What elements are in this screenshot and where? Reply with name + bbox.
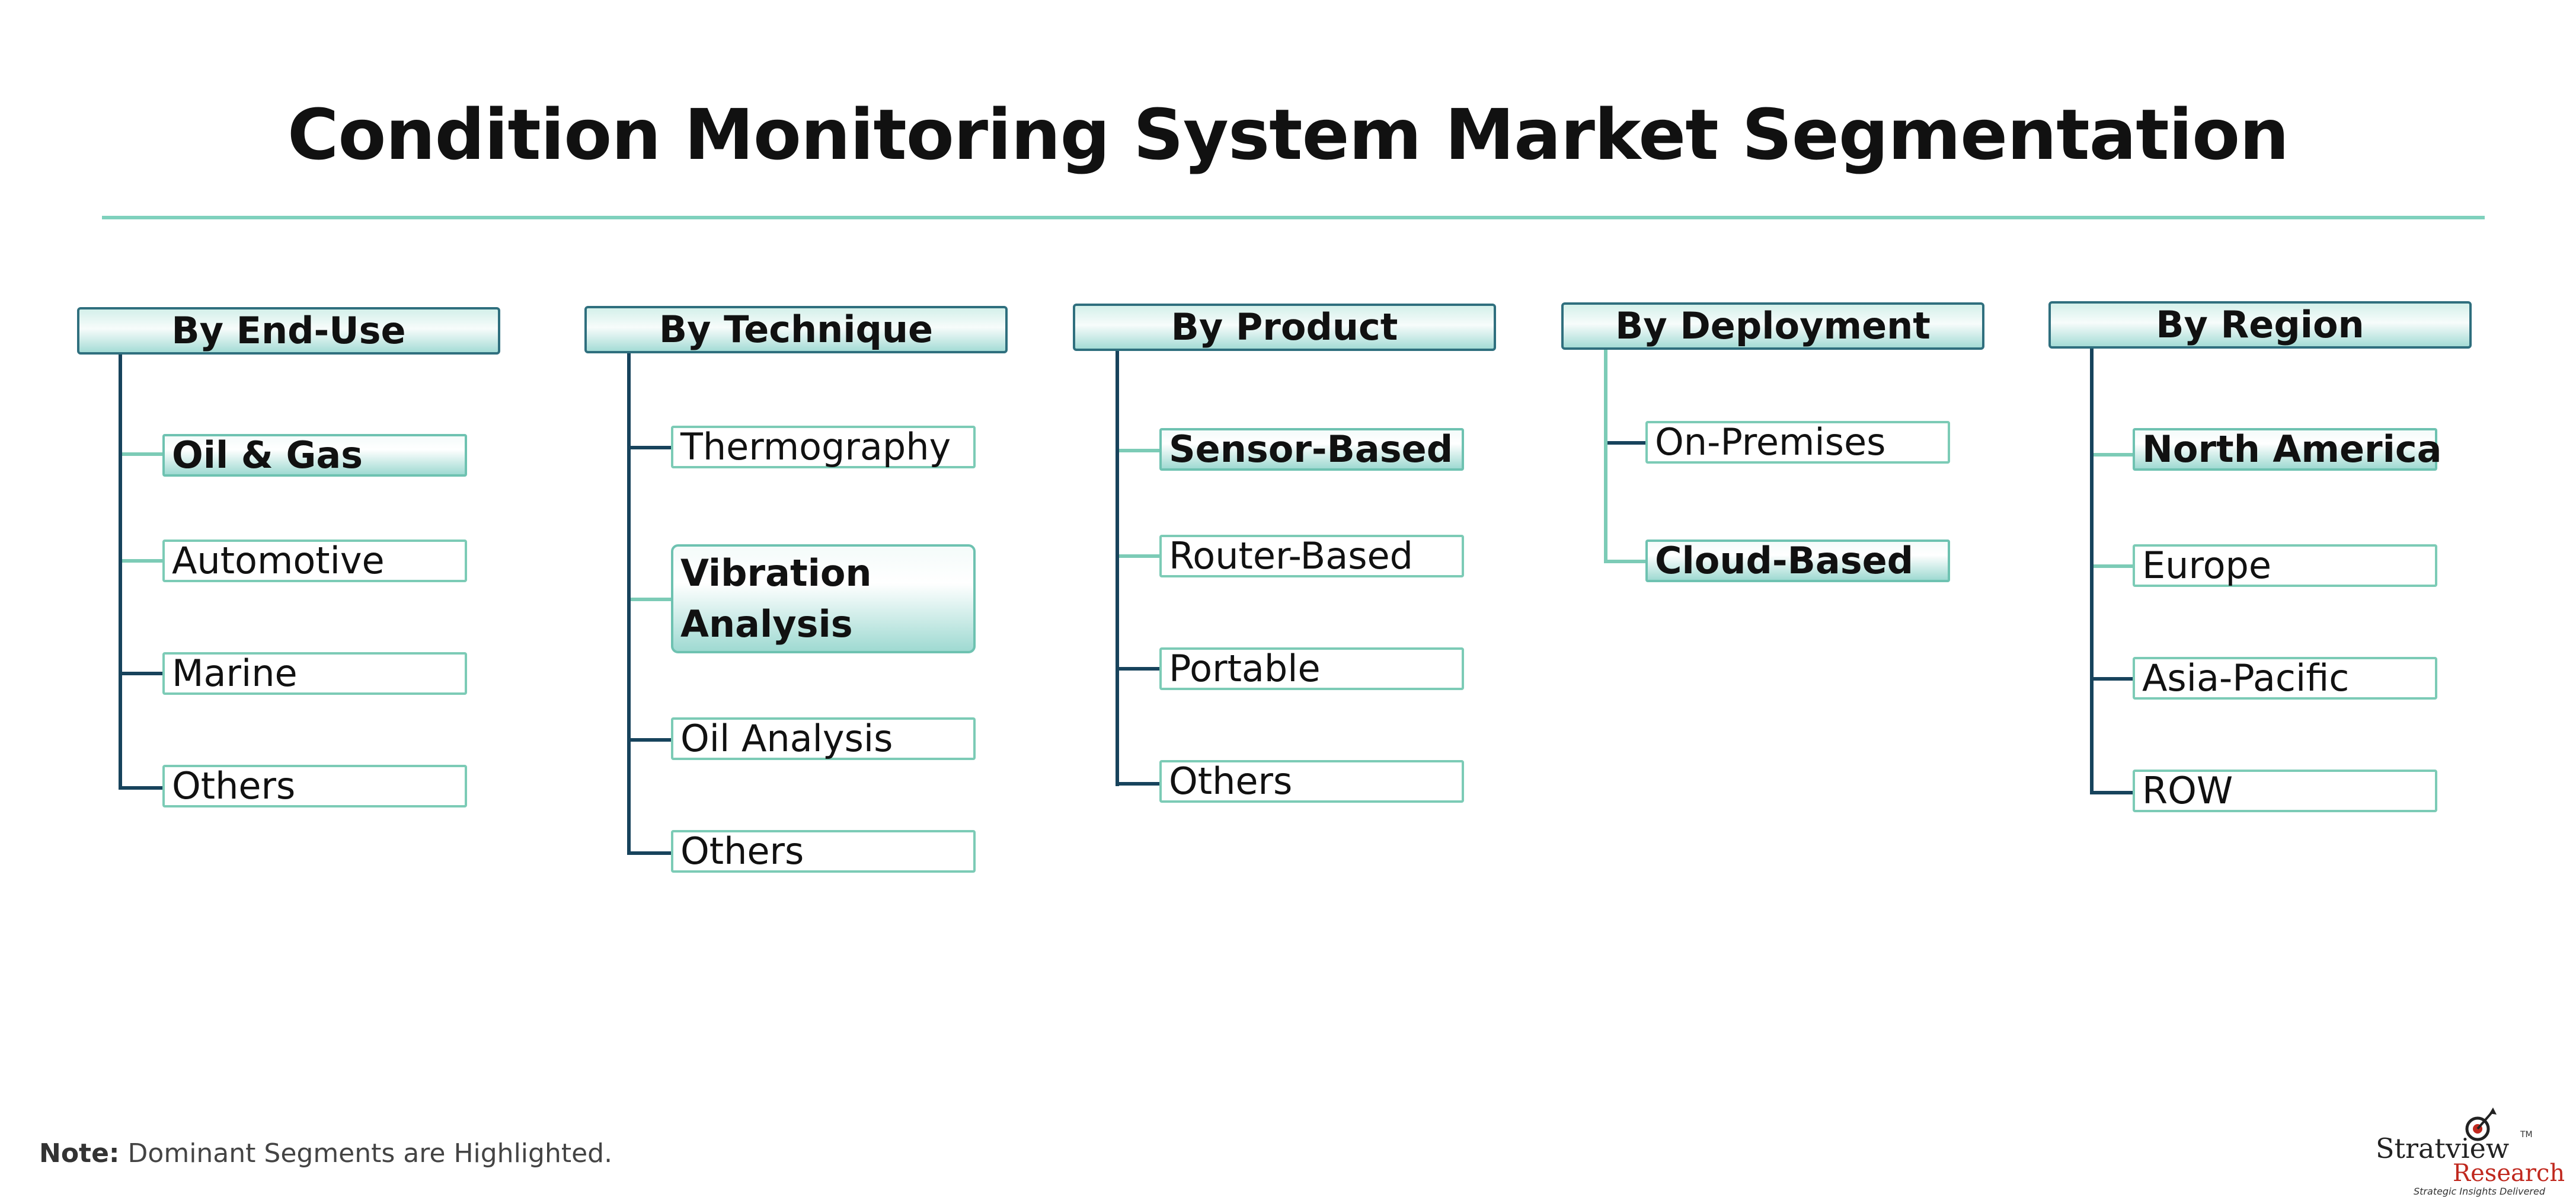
connector-branch [2094,677,2136,681]
connector-branch [627,851,673,855]
segment-item-north-america: North America [2133,428,2441,471]
segment-item-oil-gas: Oil & Gas [162,434,467,477]
segment-item-others: Others [1159,760,1464,803]
connector-branch [119,786,165,790]
segment-item-marine: Marine [162,652,467,695]
connector-trunk [119,355,122,790]
connector-trunk [1604,350,1607,563]
connector-branch [1116,782,1162,786]
segment-header-deployment: By Deployment [1561,302,1984,350]
logo-tagline: Strategic Insights Delivered [2414,1186,2545,1197]
connector-trunk [1116,351,1119,786]
connector-branch [2090,791,2135,794]
connector-branch [631,446,673,449]
segment-header-technique: By Technique [584,306,1008,353]
segment-item-vibration-analysis: Vibration Analysis [671,544,976,653]
page-title: Condition Monitoring System Market Segme… [287,94,2289,175]
segment-item-thermography: Thermography [671,426,976,468]
segment-item-cloud-based: Cloud-Based [1645,540,1950,582]
connector-branch [2094,564,2136,568]
segment-item-others: Others [162,765,467,807]
connector-branch [1607,441,1650,445]
connector-branch [122,452,165,456]
segment-header-product: By Product [1073,304,1496,351]
segment-item-others: Others [671,830,976,873]
segment-item-asia-pacific: Asia-Pacific [2133,657,2437,700]
segment-header-region: By Region [2048,301,2472,349]
footnote: Note: Dominant Segments are Highlighted. [39,1141,612,1167]
segment-item-on-premises: On-Premises [1645,421,1950,464]
logo-wordmark-secondary: Research [2453,1160,2565,1187]
connector-branch [1119,667,1162,671]
footnote-label: Note: [39,1138,120,1169]
connector-trunk [2090,349,2094,794]
connector-branch [2094,453,2136,457]
connector-branch [1119,449,1162,452]
segment-item-router-based: Router-Based [1159,535,1464,577]
segment-item-automotive: Automotive [162,540,467,582]
segment-header-end-use: By End-Use [77,307,500,355]
connector-trunk [627,353,631,855]
target-arrow-icon [2465,1107,2497,1141]
segment-item-portable: Portable [1159,647,1464,690]
connector-branch [1604,560,1648,563]
connector-branch [631,598,673,601]
logo-wordmark: Stratview [2376,1132,2510,1164]
logo-trademark: TM [2520,1130,2533,1139]
footnote-text: Dominant Segments are Highlighted. [127,1138,613,1169]
segment-item-sensor-based: Sensor-Based [1159,428,1464,471]
connector-branch [631,738,673,742]
connector-branch [122,672,165,675]
connector-branch [122,559,165,563]
connector-branch [1119,554,1162,558]
segment-item-row: ROW [2133,770,2437,812]
segment-item-oil-analysis: Oil Analysis [671,717,976,760]
title-divider [102,216,2485,219]
company-logo: Stratview TM Research Strategic Insights… [2372,1105,2565,1197]
segment-item-europe: Europe [2133,544,2437,587]
